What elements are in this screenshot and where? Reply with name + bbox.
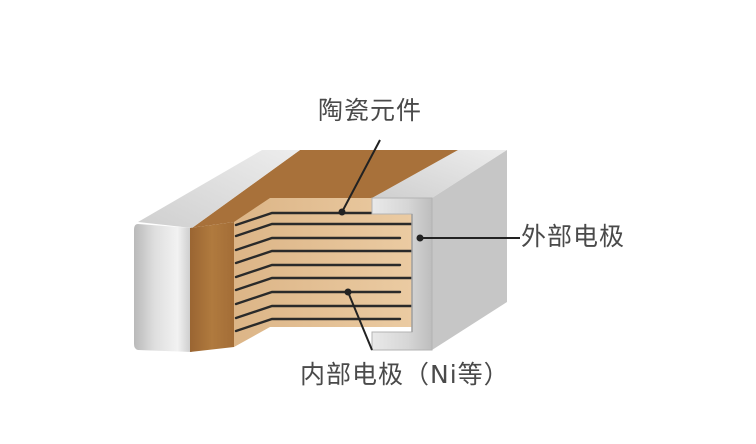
right-terminal-side — [432, 150, 507, 350]
outer-electrode-label: 外部电极 — [521, 222, 626, 251]
leader-dot-inner — [344, 288, 352, 296]
leader-line-ceramic — [341, 139, 381, 213]
leader-dots — [338, 208, 424, 296]
leader-lines — [341, 139, 520, 351]
leader-line-inner — [347, 291, 373, 351]
inner-electrode-label: 内部电极（Ni等） — [300, 360, 510, 389]
left-terminal-front — [134, 224, 192, 352]
leader-dot-outer — [416, 234, 424, 242]
inner-electrode-layers — [234, 211, 414, 333]
right-terminal-top — [372, 150, 507, 198]
leader-dot-ceramic — [338, 208, 346, 216]
right-terminal-front — [371, 197, 433, 351]
ceramic-cut-section — [234, 198, 412, 347]
ceramic-element-label: 陶瓷元件 — [318, 96, 423, 125]
left-terminal-top — [138, 150, 300, 228]
ceramic-front-strip — [190, 222, 234, 352]
